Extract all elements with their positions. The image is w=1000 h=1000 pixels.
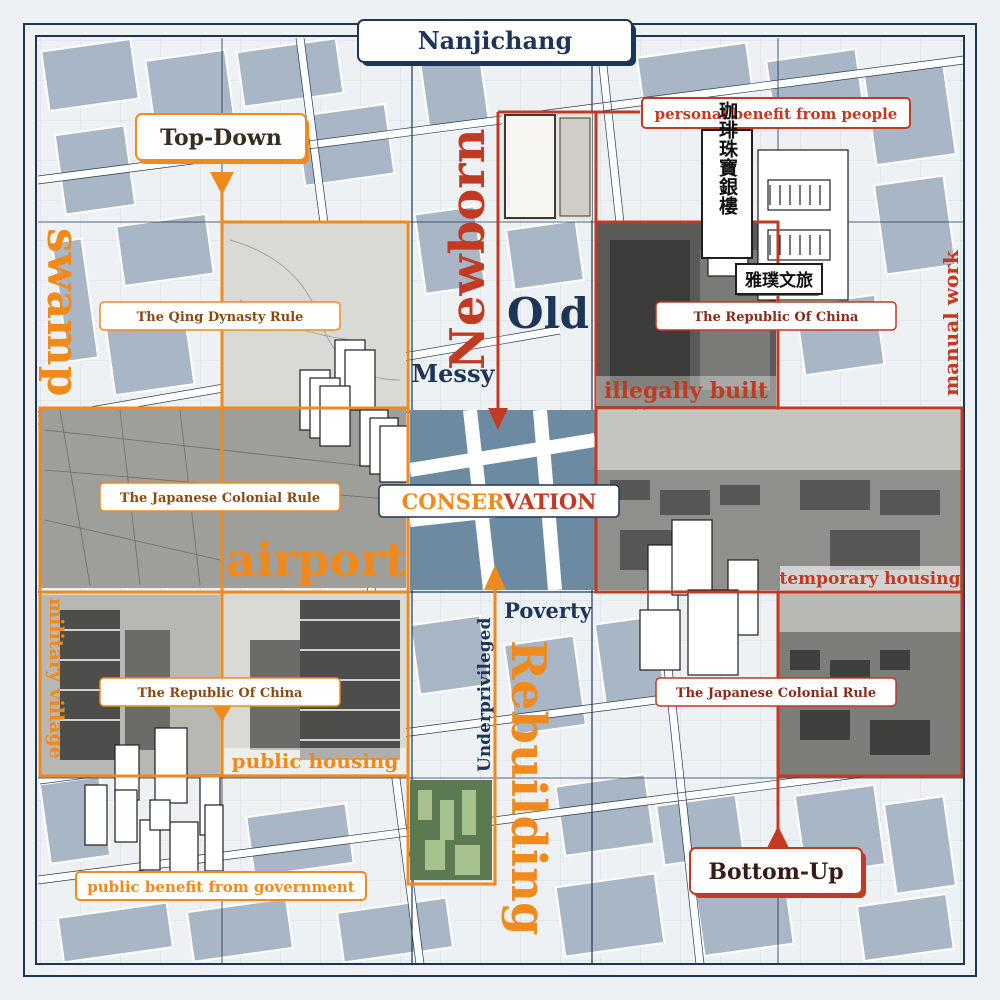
title-box: Nanjichang <box>357 19 636 66</box>
era-japanese-left-box: The Japanese Colonial Rule <box>99 482 341 512</box>
era-japanese-left-label: The Japanese Colonial Rule <box>120 491 320 506</box>
underprivileged-label: Underprivileged <box>475 618 495 772</box>
era-qing-label: The Qing Dynasty Rule <box>137 310 304 325</box>
bottom-up-arrow <box>766 826 790 850</box>
personal-benefit-label: personal benefit from people <box>655 105 898 123</box>
jewelry-sign-text: 珈琲珠寶銀樓 <box>716 101 738 216</box>
newborn-label: Newborn <box>440 129 496 371</box>
era-roc-right-label: The Republic Of China <box>693 310 859 325</box>
conservation-suffix: VATION <box>503 489 597 514</box>
era-qing-box: The Qing Dynasty Rule <box>99 301 341 331</box>
military-village-label: military village <box>45 598 67 759</box>
temporary-housing-label: temporary housing <box>780 569 961 589</box>
manual-work-label: manual work <box>939 249 963 396</box>
rebuilding-arrow <box>484 565 506 590</box>
page-title: Nanjichang <box>418 26 573 55</box>
personal-benefit-box: personal benefit from people <box>641 97 911 129</box>
hotel-sign-text: 雅璞文旅 <box>744 270 813 291</box>
era-roc-left-label: The Republic Of China <box>137 686 303 701</box>
bottom-up-label-box: Bottom-Up <box>689 847 866 898</box>
public-housing-label: public housing <box>232 749 399 773</box>
old-label: Old <box>507 289 589 338</box>
hotel-sign: 雅璞文旅 <box>735 263 823 295</box>
jewelry-sign: 珈琲珠寶銀樓 <box>701 101 753 259</box>
svg-text:CONSERVATION: CONSERVATION <box>402 489 597 514</box>
top-down-mid-arrow <box>212 705 232 722</box>
conservation-banner: CONSERVATION <box>378 484 620 518</box>
public-benefit-label: public benefit from government <box>87 878 355 896</box>
top-down-label: Top-Down <box>160 125 282 151</box>
airport-label: airport <box>226 533 407 587</box>
public-benefit-box: public benefit from government <box>75 871 367 901</box>
era-roc-right-box: The Republic Of China <box>655 301 897 331</box>
era-roc-left-box: The Republic Of China <box>99 677 341 707</box>
conservation-prefix: CONSER <box>402 489 505 514</box>
bottom-up-label: Bottom-Up <box>708 859 843 885</box>
newborn-arrow <box>488 408 508 430</box>
top-down-arrow <box>210 172 234 195</box>
poverty-label: Poverty <box>504 598 593 623</box>
rebuilding-label: Rebuilding <box>500 640 556 936</box>
swamp-label: swamp <box>37 228 88 396</box>
illegally-built-label: illegally built <box>604 378 769 404</box>
era-japanese-right-box: The Japanese Colonial Rule <box>655 677 897 707</box>
top-down-label-box: Top-Down <box>135 113 309 164</box>
messy-label: Messy <box>412 359 496 388</box>
era-japanese-right-label: The Japanese Colonial Rule <box>676 686 876 701</box>
